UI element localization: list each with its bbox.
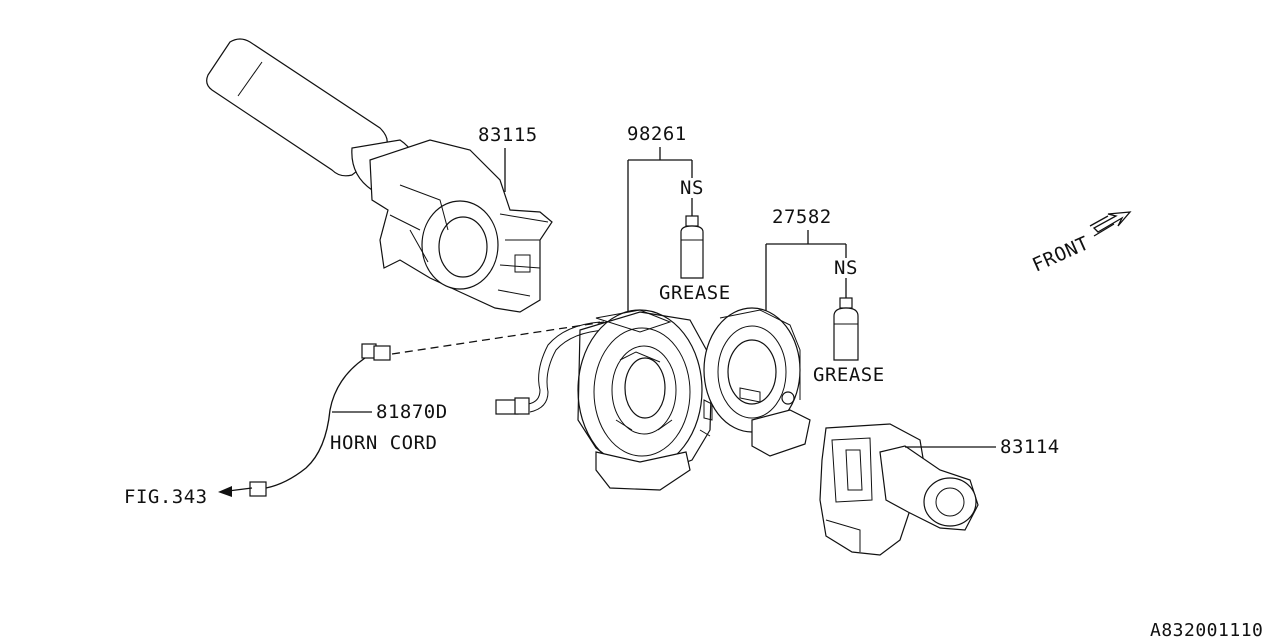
grease-label-2: GREASE xyxy=(813,364,885,386)
front-arrow-icon xyxy=(1089,211,1132,237)
bracket-98261 xyxy=(627,147,693,312)
fig-343-reference: FIG.343 xyxy=(124,486,208,508)
grease-label-1: GREASE xyxy=(659,282,731,304)
part-number-83115: 83115 xyxy=(478,124,538,146)
grease-bottle-icon xyxy=(680,215,704,279)
dashed-connector-line xyxy=(391,321,605,355)
ns-label-1: NS xyxy=(680,177,704,199)
ns-label-2: NS xyxy=(834,257,858,279)
front-label: FRONT xyxy=(1029,232,1092,276)
diagram-code: A832001110 xyxy=(1150,620,1263,640)
roll-connector-assembly xyxy=(495,309,713,491)
switch-base-ring xyxy=(703,307,811,457)
horn-cord xyxy=(218,343,391,497)
part-number-81870d: 81870D xyxy=(376,401,448,423)
part-number-98261: 98261 xyxy=(627,123,687,145)
part-number-27582: 27582 xyxy=(772,206,832,228)
grease-bottle-icon xyxy=(833,297,859,361)
bracket-27582 xyxy=(765,230,847,318)
switch-lever-83115 xyxy=(206,38,553,313)
horn-cord-label: HORN CORD xyxy=(330,432,437,454)
switch-lever-83114 xyxy=(819,423,979,556)
part-number-83114: 83114 xyxy=(1000,436,1060,458)
